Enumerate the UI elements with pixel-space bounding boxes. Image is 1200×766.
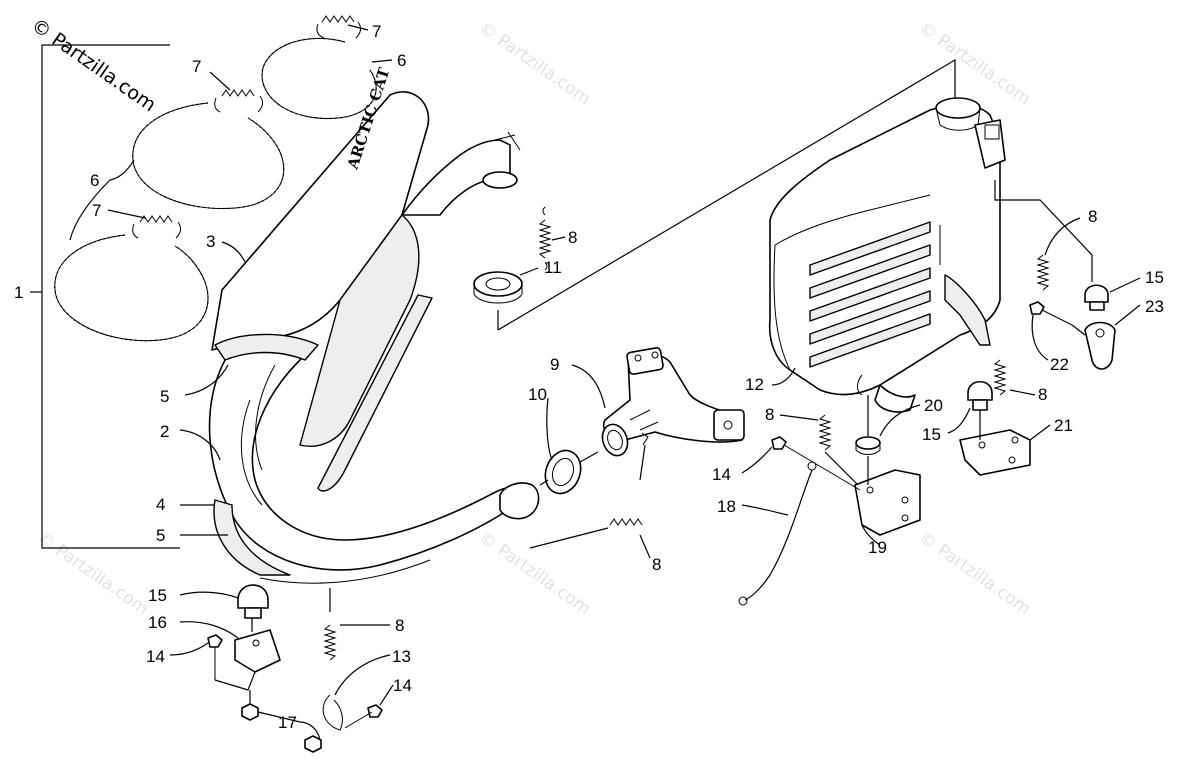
watermark-top-center: © Partzilla.com xyxy=(475,18,594,110)
leader-lines xyxy=(69,24,1141,741)
callout-3: 3 xyxy=(206,232,215,251)
bolt-14-left xyxy=(207,634,223,680)
callout-23: 23 xyxy=(1145,297,1164,316)
clamp-band-lower xyxy=(54,234,209,342)
clamp-band-upper xyxy=(261,37,377,120)
grommet xyxy=(473,271,523,297)
spring-middle xyxy=(214,89,264,113)
callout-8-front: 8 xyxy=(652,555,661,574)
spring-upper xyxy=(316,15,362,39)
callout-11: 11 xyxy=(544,258,562,277)
manifold-gasket xyxy=(544,449,582,495)
bracket-16 xyxy=(234,629,281,673)
nut-17-left xyxy=(241,703,259,721)
callout-9: 9 xyxy=(550,355,559,374)
bump-stop-lower-left xyxy=(237,584,269,619)
callout-10: 10 xyxy=(528,385,547,404)
callout-6-left: 6 xyxy=(90,171,99,190)
watermark-main: © Partzilla.com xyxy=(27,14,160,116)
callout-8-muffler: 8 xyxy=(765,405,774,424)
bolt-14-right xyxy=(771,436,861,491)
callout-6-top: 6 xyxy=(397,51,406,70)
callout-4: 4 xyxy=(156,495,165,514)
ground-cable-18 xyxy=(738,461,817,606)
bump-stop-lower-right xyxy=(967,380,993,411)
bolt-14-bottom xyxy=(344,704,383,729)
callout-8-center: 8 xyxy=(568,228,577,247)
spring-center-upper xyxy=(538,206,552,271)
callout-2: 2 xyxy=(160,422,169,441)
callout-7-lower: 7 xyxy=(92,201,101,220)
callout-14-right: 14 xyxy=(712,465,731,484)
washer-20 xyxy=(855,436,881,455)
bump-stop-upper-right xyxy=(1084,284,1109,311)
callout-8-right: 8 xyxy=(1088,207,1097,226)
spring-front xyxy=(609,518,643,526)
spring-bottom-center xyxy=(323,624,337,661)
callout-15-left: 15 xyxy=(148,586,167,605)
callout-5-lower: 5 xyxy=(156,526,165,545)
callout-8-bottom: 8 xyxy=(395,616,404,635)
watermark-top-right: © Partzilla.com xyxy=(915,18,1034,110)
bolt-22 xyxy=(1029,301,1073,326)
clamp-band-middle xyxy=(132,102,285,210)
callout-1: 1 xyxy=(14,283,23,302)
callout-22: 22 xyxy=(1050,355,1069,374)
watermark-bottom-left: © Partzilla.com xyxy=(33,528,152,620)
callout-7-top: 7 xyxy=(372,22,381,41)
callout-labels: 1 2 3 4 5 5 6 6 7 7 7 8 8 8 8 8 8 9 10 1… xyxy=(14,22,1164,732)
bracket-21 xyxy=(959,429,1031,476)
callout-14-bottom: 14 xyxy=(393,676,412,695)
callout-18: 18 xyxy=(717,497,736,516)
spring-muffler-right xyxy=(1036,254,1050,291)
spring-lower xyxy=(132,215,182,239)
callout-14-left: 14 xyxy=(146,647,165,666)
callout-15-right: 15 xyxy=(1145,268,1164,287)
callout-12: 12 xyxy=(745,375,764,394)
callout-8-lower-right: 8 xyxy=(1038,385,1047,404)
expansion-chamber: ARCTIC CAT xyxy=(208,65,540,584)
muffler xyxy=(768,97,1006,413)
callout-16: 16 xyxy=(148,613,167,632)
callout-7-middle: 7 xyxy=(192,57,201,76)
bracket-19 xyxy=(854,469,921,536)
callout-21: 21 xyxy=(1054,416,1073,435)
spring-muffler-center xyxy=(818,414,832,451)
callout-13: 13 xyxy=(392,647,411,666)
watermark-bottom-center: © Partzilla.com xyxy=(475,528,594,620)
exhaust-manifold xyxy=(601,347,745,457)
callout-20: 20 xyxy=(924,396,943,415)
hook-13 xyxy=(322,694,343,731)
watermark-bottom-right: © Partzilla.com xyxy=(915,528,1034,620)
callout-15-lower-right: 15 xyxy=(922,425,941,444)
spring-muffler-lower xyxy=(993,359,1007,396)
callout-19: 19 xyxy=(868,538,887,557)
callout-5-upper: 5 xyxy=(160,387,169,406)
bracket-23 xyxy=(1084,321,1116,370)
callout-17: 17 xyxy=(278,713,297,732)
kit-bracket xyxy=(41,44,180,549)
nut-17-bottom xyxy=(304,735,322,753)
